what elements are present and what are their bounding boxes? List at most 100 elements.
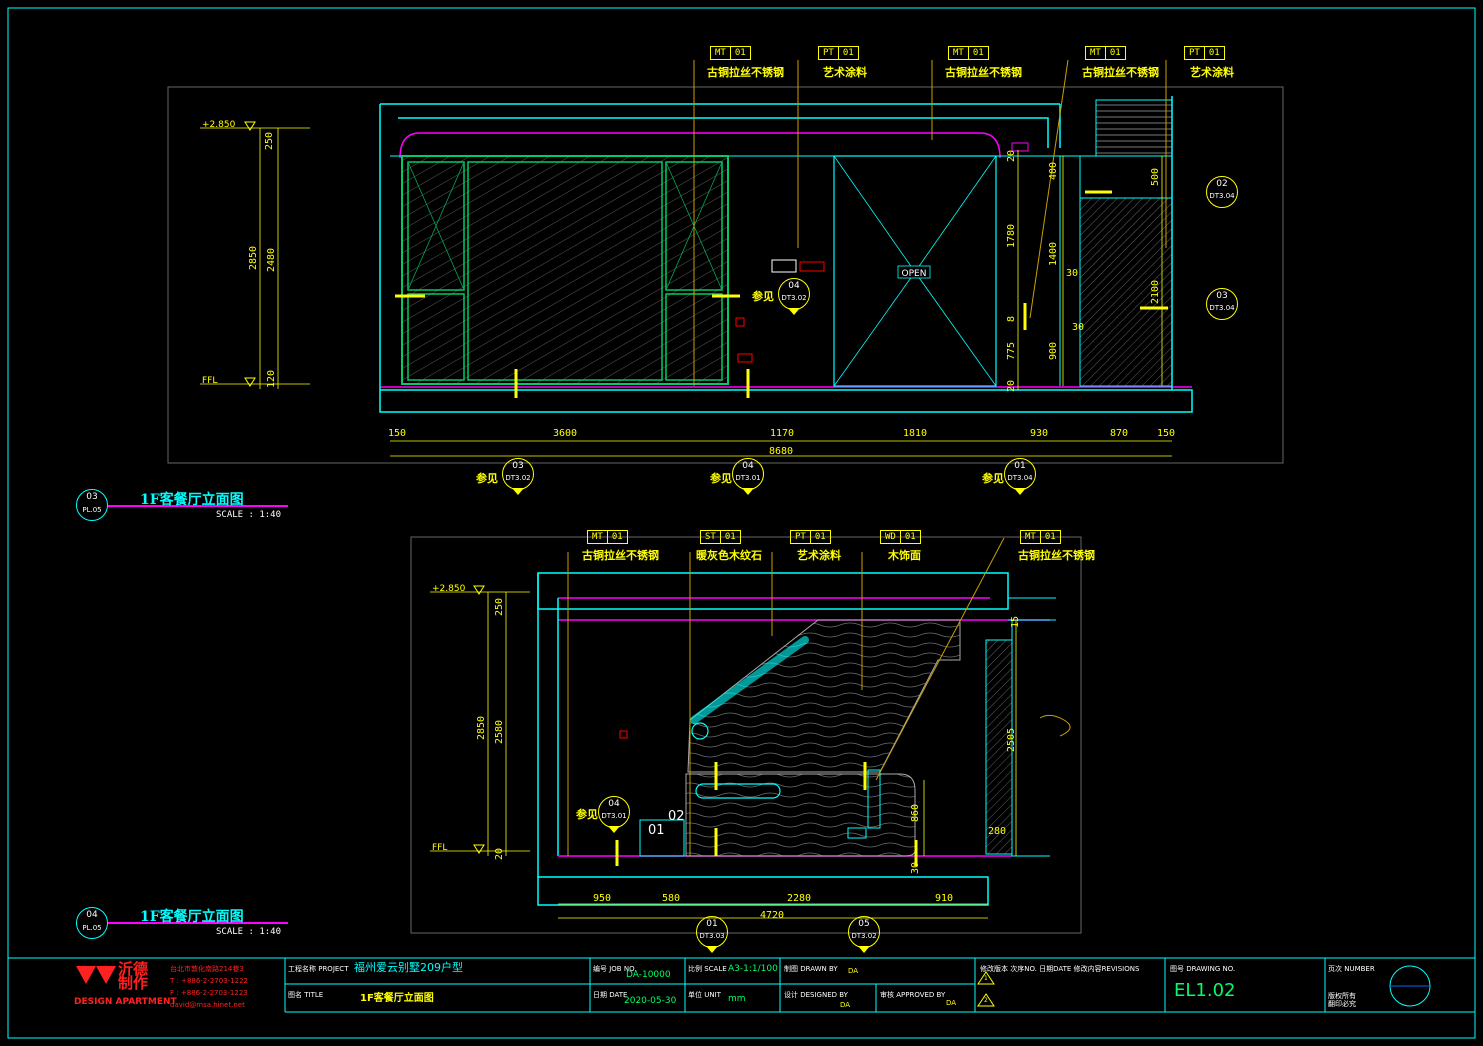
see-label: 参见 — [710, 472, 732, 485]
dim: 30 — [910, 861, 921, 874]
dim: 2580 — [494, 719, 505, 744]
dim-total: 8680 — [769, 446, 794, 457]
dim: 150 — [388, 428, 407, 439]
approved-label: 审核 APPROVED BY — [880, 991, 946, 999]
dim: 400 — [1048, 161, 1059, 180]
level-top-1: +2.850 — [202, 120, 236, 130]
dim-total: 4720 — [760, 910, 785, 921]
see-label: 参见 — [476, 472, 498, 485]
dim: 950 — [593, 893, 612, 904]
dim: 500 — [1150, 167, 1161, 186]
tag-label: 古铜拉丝不锈钢 — [945, 66, 1022, 79]
drawn-label: 制图 DRAWN BY — [784, 965, 838, 973]
level-ffl-1: FFL — [202, 376, 217, 386]
dim: 1170 — [770, 428, 795, 439]
tag-label: 木饰面 — [888, 549, 921, 562]
unit-label: 单位 UNIT — [688, 991, 721, 999]
tag-label: 古铜拉丝不锈钢 — [1018, 549, 1095, 562]
dim: 775 — [1006, 341, 1017, 360]
dim: 2850 — [248, 245, 259, 270]
dim: 2480 — [266, 247, 277, 272]
project-label: 工程名称 PROJECT — [288, 965, 349, 973]
fax: F : +886-2-2703-1223 — [170, 989, 248, 997]
scale-value: A3-1:1/100 — [728, 964, 778, 974]
dim: 250 — [264, 131, 275, 150]
dim: 1400 — [1048, 241, 1059, 266]
logo-en: DESIGN APARTMENT — [74, 997, 177, 1007]
dim: 20 — [1006, 149, 1017, 162]
door-panel — [833, 155, 997, 387]
dim: 250 — [494, 597, 505, 616]
level-ffl-2: FFL — [432, 843, 447, 853]
dim: 580 — [662, 893, 681, 904]
revisions-label: 修改版本 次序NO. 日期DATE 修改内容REVISIONS — [980, 965, 1140, 973]
address: 台北市敦化南路214巷3 — [170, 965, 244, 973]
job-label: 编号 JOB NO. — [593, 965, 637, 973]
designed-label: 设计 DESIGNED BY — [784, 991, 848, 999]
project-value: 福州爱云别墅209户型 — [354, 961, 463, 974]
drawn-value: DA — [848, 967, 859, 975]
title-label: 图名 TITLE — [288, 991, 324, 999]
dim: 860 — [910, 803, 921, 822]
tag-label: 艺术涂料 — [797, 549, 841, 562]
dim: 930 — [1030, 428, 1049, 439]
tag-label: 暖灰色木纹石 — [696, 549, 762, 562]
see-label: 参见 — [752, 290, 774, 303]
title-value: 1F客餐厅立面图 — [360, 993, 434, 1004]
tag-label: 古铜拉丝不锈钢 — [707, 66, 784, 79]
email[interactable]: david@msa.hinet.net — [170, 1001, 245, 1009]
dim: 280 — [988, 826, 1007, 837]
view-scale: SCALE : 1:40 — [216, 927, 282, 937]
dim: 2280 — [787, 893, 812, 904]
tag-label: 艺术涂料 — [823, 66, 867, 79]
tag-label: 艺术涂料 — [1190, 66, 1234, 79]
elevation-1: OPEN — [167, 59, 1284, 464]
dim: 2100 — [1150, 279, 1161, 304]
dim: 15 — [1010, 615, 1021, 628]
unit-value: mm — [728, 994, 746, 1004]
tag-label: 古铜拉丝不锈钢 — [1082, 66, 1159, 79]
mark-01: 01 — [648, 823, 665, 838]
see-label: 参见 — [982, 472, 1004, 485]
dim: 2505 — [1006, 727, 1017, 752]
open-label: OPEN — [902, 269, 927, 279]
view-title-underline — [108, 505, 288, 507]
scale-label: 比例 SCALE — [688, 965, 727, 973]
dim: 910 — [935, 893, 954, 904]
elevation-1-frame — [167, 86, 1284, 464]
view-scale: SCALE : 1:40 — [216, 510, 282, 520]
logo-icon — [76, 966, 116, 984]
window — [401, 155, 729, 385]
dim: 1780 — [1006, 223, 1017, 248]
designed-value: DA — [840, 1001, 851, 1009]
dim: 1810 — [903, 428, 928, 439]
rev-mark-2: 2 — [984, 997, 988, 1004]
dim: 30 — [1072, 322, 1085, 333]
date-value: 2020-05-30 — [624, 996, 677, 1006]
dim: 30 — [1066, 268, 1079, 279]
job-value: DA-10000 — [626, 970, 671, 980]
dim: 20 — [494, 847, 505, 860]
